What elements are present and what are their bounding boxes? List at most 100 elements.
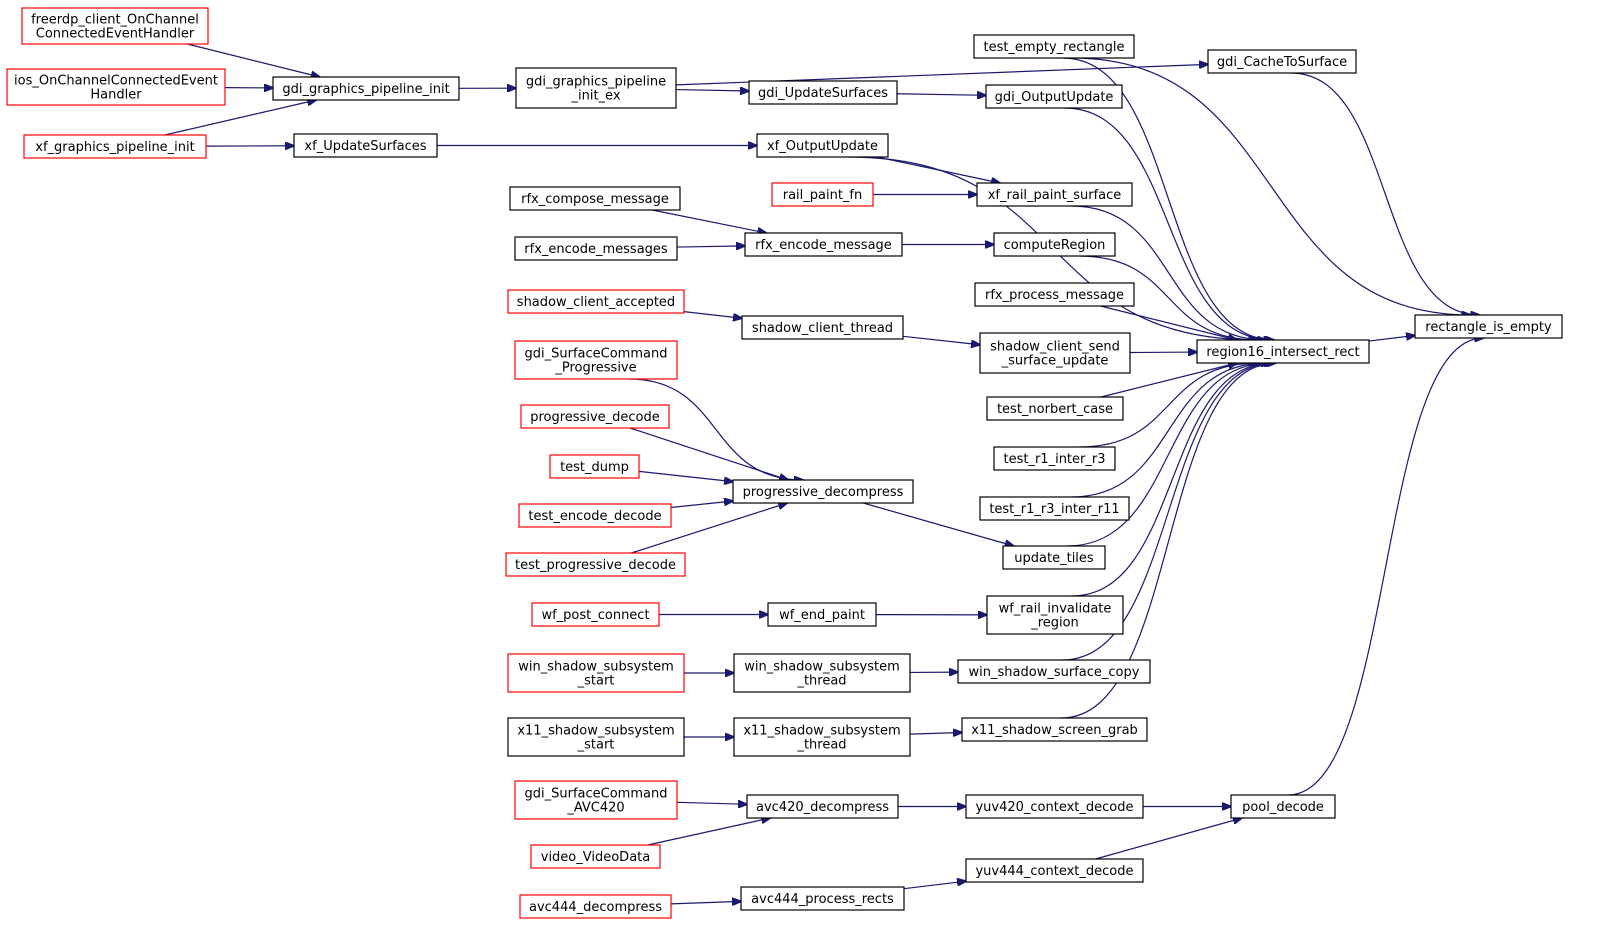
node-pool_decode[interactable]: pool_decode (1230, 794, 1336, 819)
node-label: video_VideoData (541, 850, 650, 865)
node-video_videodata[interactable]: video_VideoData (530, 844, 661, 869)
node-label: test_r1_inter_r3 (1004, 452, 1106, 467)
node-box (507, 289, 685, 314)
node-label: win_shadow_subsystem (744, 660, 900, 675)
node-gdi_graphics_pipeline_init[interactable]: gdi_graphics_pipeline_init (272, 76, 460, 101)
node-wf_rail_invalidate_region[interactable]: wf_rail_invalidate_region (986, 595, 1124, 635)
node-rfx_compose_message[interactable]: rfx_compose_message (509, 186, 681, 211)
node-gdi_updatesurfaces[interactable]: gdi_UpdateSurfaces (748, 80, 898, 105)
node-shadow_client_accepted[interactable]: shadow_client_accepted (507, 289, 685, 314)
node-label: test_norbert_case (997, 402, 1113, 417)
edge-gdi_cachetosurface-to-rectangle_is_empty (1290, 72, 1480, 315)
node-test_r1_r3_inter_r11[interactable]: test_r1_r3_inter_r11 (979, 496, 1130, 521)
node-rectangle_is_empty[interactable]: rectangle_is_empty (1414, 314, 1563, 339)
node-shadow_client_send_surface_update[interactable]: shadow_client_send_surface_update (979, 332, 1131, 374)
node-label: freerdp_client_OnChannel (31, 13, 199, 28)
node-gdi_graphics_pipeline_init_ex[interactable]: gdi_graphics_pipeline_init_ex (515, 67, 677, 109)
node-box (756, 133, 889, 158)
node-box (530, 844, 661, 869)
node-test_dump[interactable]: test_dump (549, 454, 640, 479)
node-region16_intersect_rect[interactable]: region16_intersect_rect (1196, 339, 1370, 364)
node-gdi_outputupdate[interactable]: gdi_OutputUpdate (985, 84, 1123, 109)
node-yuv444_context_decode[interactable]: yuv444_context_decode (965, 858, 1144, 883)
node-wf_post_connect[interactable]: wf_post_connect (531, 602, 660, 627)
node-x11_shadow_subsystem_thread[interactable]: x11_shadow_subsystem_thread (733, 717, 911, 757)
edge-rfx_process_message-to-region16_intersect_rect (1100, 305, 1237, 340)
node-rfx_encode_message[interactable]: rfx_encode_message (744, 232, 903, 257)
node-label: rfx_process_message (985, 288, 1124, 303)
node-box (514, 780, 678, 820)
node-label: gdi_SurfaceCommand (525, 347, 668, 362)
node-test_r1_inter_r3[interactable]: test_r1_inter_r3 (993, 446, 1116, 471)
edge-pool_decode-to-rectangle_is_empty (1287, 338, 1484, 796)
node-test_encode_decode[interactable]: test_encode_decode (518, 503, 672, 528)
node-x11_shadow_screen_grab[interactable]: x11_shadow_screen_grab (961, 717, 1148, 742)
node-box (986, 396, 1124, 421)
node-avc420_decompress[interactable]: avc420_decompress (746, 794, 899, 819)
node-box (965, 794, 1144, 819)
node-avc444_process_rects[interactable]: avc444_process_rects (740, 886, 905, 911)
node-box (507, 653, 685, 693)
node-test_empty_rectangle[interactable]: test_empty_rectangle (973, 34, 1135, 59)
node-avc444_decompress[interactable]: avc444_decompress (519, 894, 672, 919)
node-label: pool_decode (1242, 800, 1324, 815)
edge-region16_intersect_rect-to-rectangle_is_empty (1368, 335, 1415, 342)
edge-test_r1_r3_inter_r11-to-region16_intersect_rect (1071, 363, 1266, 498)
node-shadow_client_thread[interactable]: shadow_client_thread (741, 315, 904, 340)
node-box (21, 7, 209, 45)
edge-x11_shadow_subsystem_thread-to-x11_shadow_screen_grab (909, 732, 962, 734)
node-yuv420_context_decode[interactable]: yuv420_context_decode (965, 794, 1144, 819)
node-box (1207, 49, 1357, 74)
node-label: gdi_graphics_pipeline_init (282, 82, 449, 97)
node-box (514, 236, 678, 261)
edge-rfx_compose_message-to-rfx_encode_message (652, 209, 766, 233)
edge-test_r1_inter_r3-to-region16_intersect_rect (1079, 363, 1258, 448)
node-label: _thread (796, 674, 846, 689)
edge-win_shadow_surface_copy-to-region16_intersect_rect (1062, 363, 1275, 661)
node-label: gdi_OutputUpdate (995, 90, 1114, 105)
node-wf_end_paint[interactable]: wf_end_paint (767, 602, 877, 627)
node-box (973, 34, 1135, 59)
node-xf_rail_paint_surface[interactable]: xf_rail_paint_surface (976, 182, 1133, 207)
node-label: shadow_client_accepted (517, 295, 675, 310)
node-label: test_encode_decode (528, 509, 661, 524)
node-label: wf_rail_invalidate (999, 602, 1112, 617)
node-gdi_surfacecommand_progressive[interactable]: gdi_SurfaceCommand_Progressive (514, 340, 678, 380)
node-label: xf_OutputUpdate (767, 139, 878, 154)
node-rfx_process_message[interactable]: rfx_process_message (974, 282, 1135, 307)
node-label: avc420_decompress (756, 800, 889, 815)
node-test_norbert_case[interactable]: test_norbert_case (986, 396, 1124, 421)
node-rfx_encode_messages[interactable]: rfx_encode_messages (514, 236, 678, 261)
node-label: test_progressive_decode (515, 558, 676, 573)
node-x11_shadow_subsystem_start[interactable]: x11_shadow_subsystem_start (507, 717, 685, 757)
node-gdi_surfacecommand_avc420[interactable]: gdi_SurfaceCommand_AVC420 (514, 780, 678, 820)
node-box (986, 595, 1124, 635)
node-computeregion[interactable]: computeRegion (993, 232, 1116, 257)
node-label: rfx_compose_message (521, 192, 669, 207)
edge-test_empty_rectangle-to-rectangle_is_empty (1071, 57, 1471, 315)
node-box (515, 67, 677, 109)
node-box (748, 80, 898, 105)
node-rail_paint_fn[interactable]: rail_paint_fn (771, 182, 874, 207)
node-xf_outputupdate[interactable]: xf_OutputUpdate (756, 133, 889, 158)
node-win_shadow_surface_copy[interactable]: win_shadow_surface_copy (957, 659, 1151, 684)
node-label: avc444_process_rects (751, 892, 894, 907)
node-label: update_tiles (1014, 551, 1094, 566)
node-label: region16_intersect_rect (1206, 345, 1359, 360)
node-box (741, 315, 904, 340)
node-progressive_decompress[interactable]: progressive_decompress (732, 479, 914, 504)
node-update_tiles[interactable]: update_tiles (1002, 545, 1106, 570)
node-gdi_cachetosurface[interactable]: gdi_CacheToSurface (1207, 49, 1357, 74)
node-win_shadow_subsystem_start[interactable]: win_shadow_subsystem_start (507, 653, 685, 693)
node-freerdp_onchannel[interactable]: freerdp_client_OnChannelConnectedEventHa… (21, 7, 209, 45)
node-xf_graphics_pipeline_init[interactable]: xf_graphics_pipeline_init (23, 134, 207, 159)
node-xf_updatesurfaces[interactable]: xf_UpdateSurfaces (293, 133, 438, 158)
node-box (993, 446, 1116, 471)
node-test_progressive_decode[interactable]: test_progressive_decode (505, 552, 686, 577)
node-win_shadow_subsystem_thread[interactable]: win_shadow_subsystem_thread (733, 653, 911, 693)
node-label: shadow_client_send (990, 340, 1120, 355)
node-label: gdi_graphics_pipeline (526, 75, 666, 90)
node-progressive_decode[interactable]: progressive_decode (520, 404, 670, 429)
node-label: gdi_CacheToSurface (1217, 55, 1347, 70)
